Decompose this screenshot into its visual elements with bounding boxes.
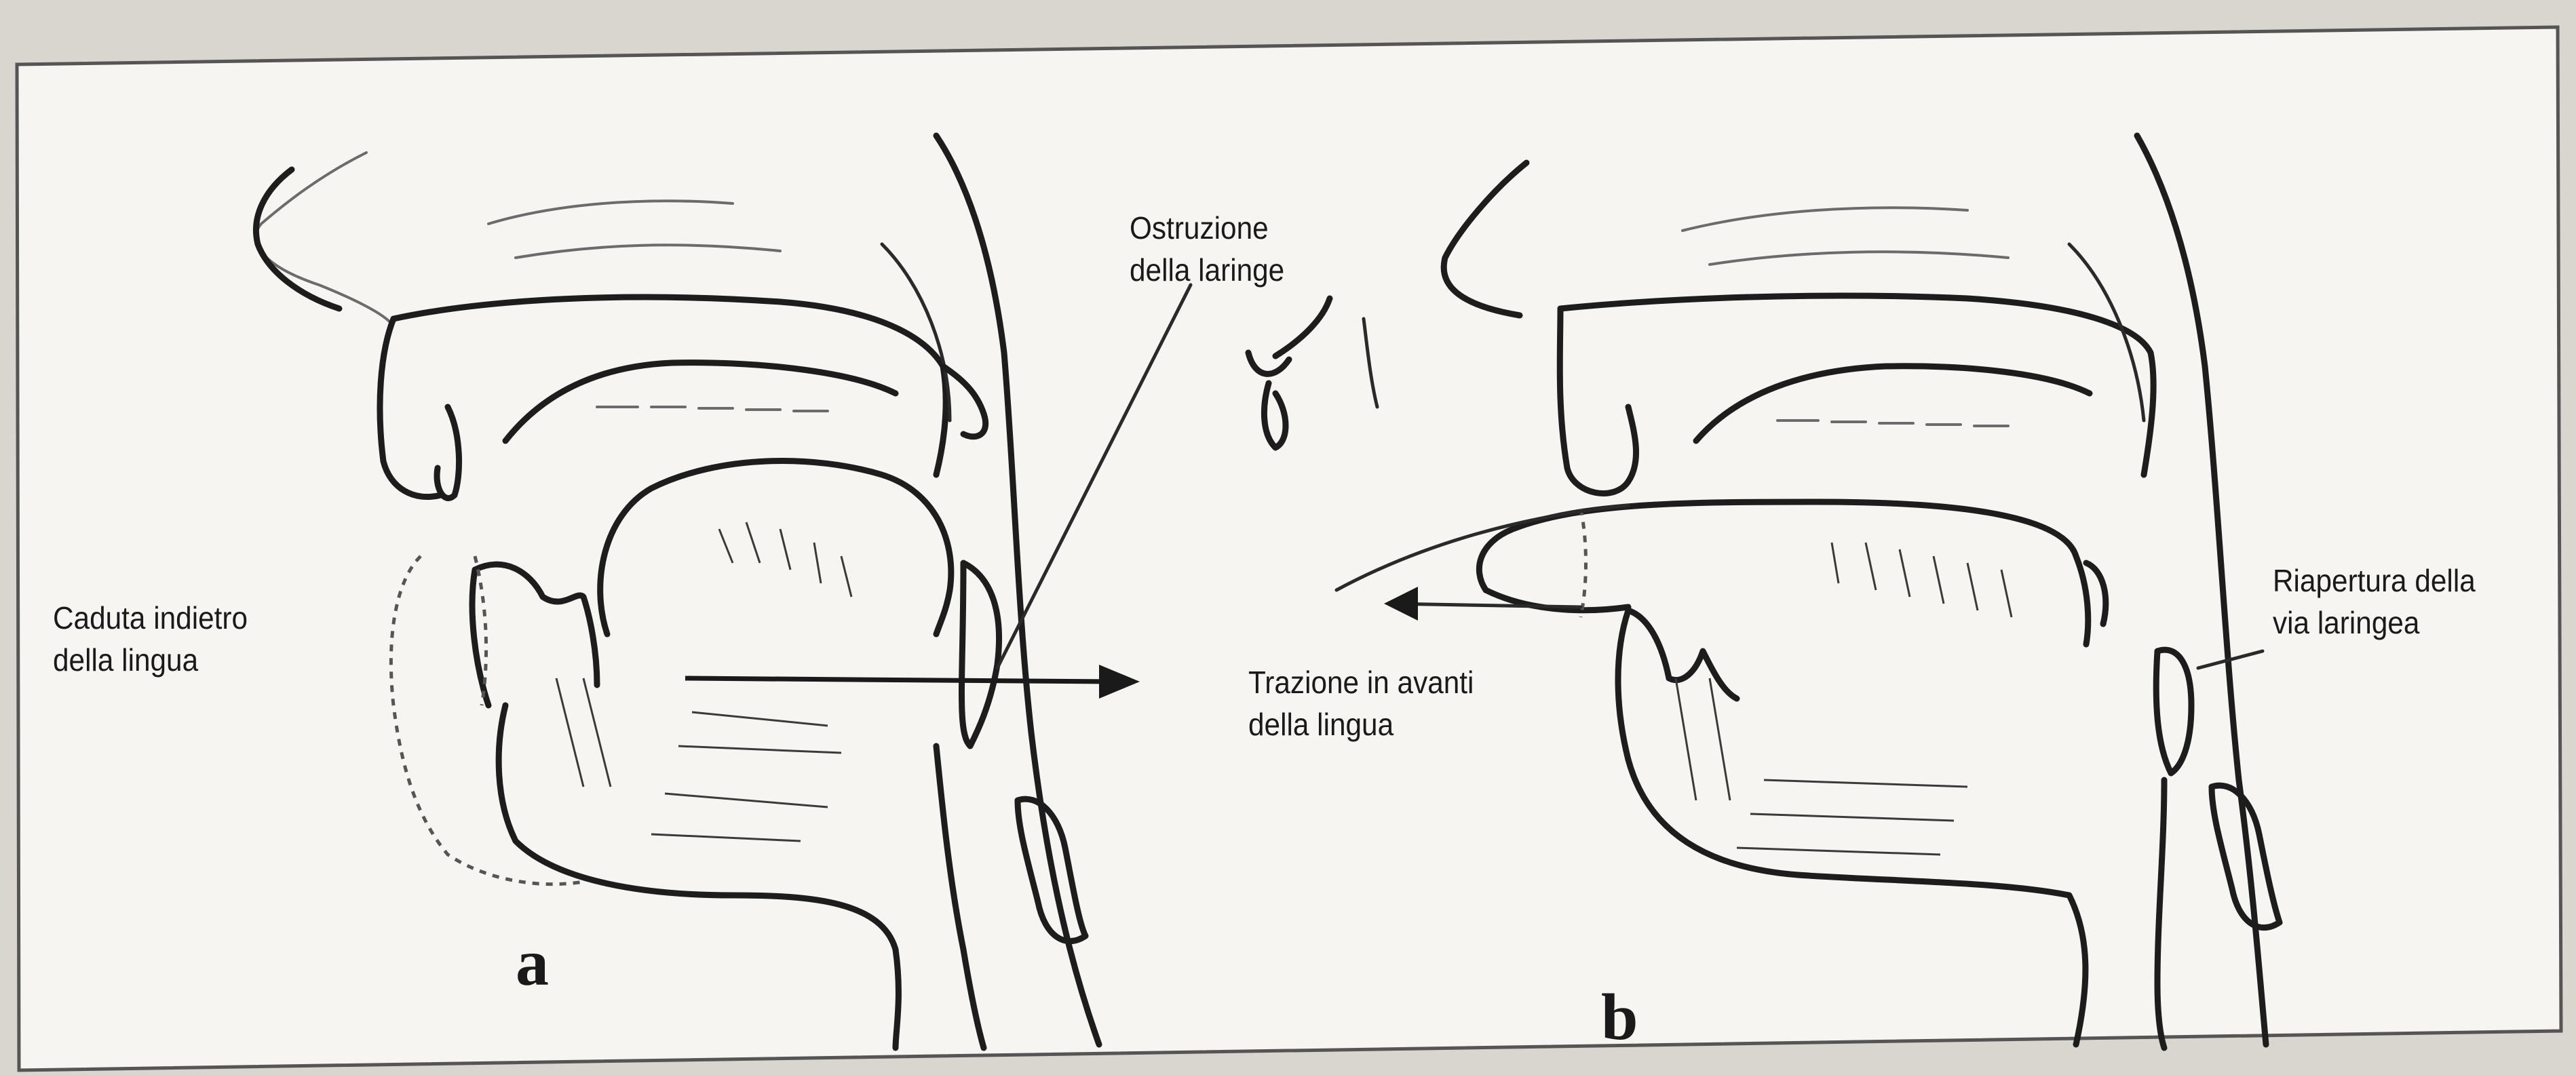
panel-b-head-profile bbox=[1444, 136, 2280, 1048]
panel-a-head-profile bbox=[256, 136, 1099, 1048]
label-traction-line2: della lingua bbox=[1248, 703, 1474, 745]
label-traction-line1: Trazione in avanti bbox=[1248, 661, 1474, 703]
obstruction-inset-sketch bbox=[1248, 298, 1377, 448]
label-tongue-fall: Caduta indietro della lingua bbox=[53, 597, 248, 681]
label-obstruction-line1: Ostruzione bbox=[1130, 207, 1284, 249]
label-reopening: Riapertura della via laringea bbox=[2273, 560, 2476, 644]
label-reopening-line2: via laringea bbox=[2273, 602, 2476, 644]
label-reopening-line1: Riapertura della bbox=[2273, 560, 2476, 602]
label-obstruction: Ostruzione della laringe bbox=[1130, 207, 1284, 291]
panel-letter-a: a bbox=[516, 929, 549, 997]
panel-b-arrows bbox=[1337, 505, 2263, 668]
label-traction: Trazione in avanti della lingua bbox=[1248, 661, 1474, 745]
label-tongue-fall-line2: della lingua bbox=[53, 639, 248, 681]
label-obstruction-line2: della laringe bbox=[1130, 249, 1284, 291]
label-tongue-fall-line1: Caduta indietro bbox=[53, 597, 248, 639]
panel-letter-b: b bbox=[1601, 983, 1638, 1051]
panel-b-hatching bbox=[1676, 543, 2012, 855]
